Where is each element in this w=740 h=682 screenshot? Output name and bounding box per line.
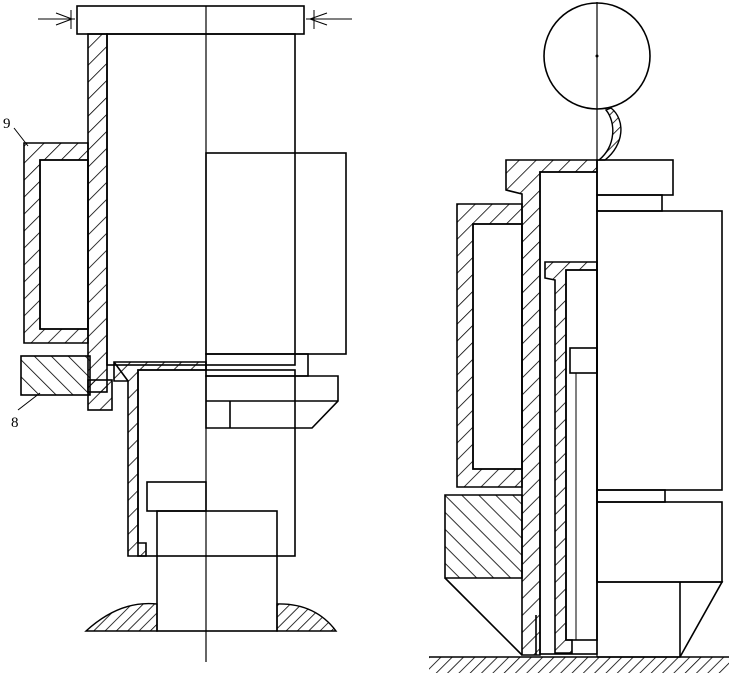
right-inner-sleeve [544,261,598,654]
left-stator-block [205,152,347,355]
right-ground [429,657,729,673]
part-9-frame [23,142,89,344]
right-outer-sleeve [505,159,598,656]
left-hatched-sleeve [87,33,108,393]
right-view [429,2,729,673]
part-8-leader [17,392,41,411]
left-arrow-marker [38,10,75,29]
right-stator-block [596,210,723,491]
left-collar [146,481,207,512]
part-9-label: 9 [3,116,11,132]
right-base-block [596,501,723,583]
part-8-label: 8 [11,415,19,431]
left-ground-right [276,603,338,632]
part-9-window [39,159,89,330]
left-upper-cylinder [106,33,296,366]
right-top-step [596,194,663,212]
right-base-chamfer [597,581,724,658]
left-top-cap [76,5,305,35]
right-top-plate [596,159,674,196]
left-lower-housing [137,369,296,557]
left-view: 9 8 [3,5,352,662]
left-ground-left [84,602,158,632]
right-stator-neck [596,489,666,503]
left-lower-stem [156,510,278,632]
left-flange [205,375,339,429]
left-sleeve-foot [87,379,113,411]
right-inner-collar [569,347,598,374]
right-lower-block [444,494,523,579]
right-frame [456,203,523,488]
left-inner-sleeve [113,361,207,557]
part-9-leader [13,127,29,147]
part-8-block [20,355,91,396]
right-arrow-marker [306,10,352,29]
gauge-curved-stem [597,107,622,161]
